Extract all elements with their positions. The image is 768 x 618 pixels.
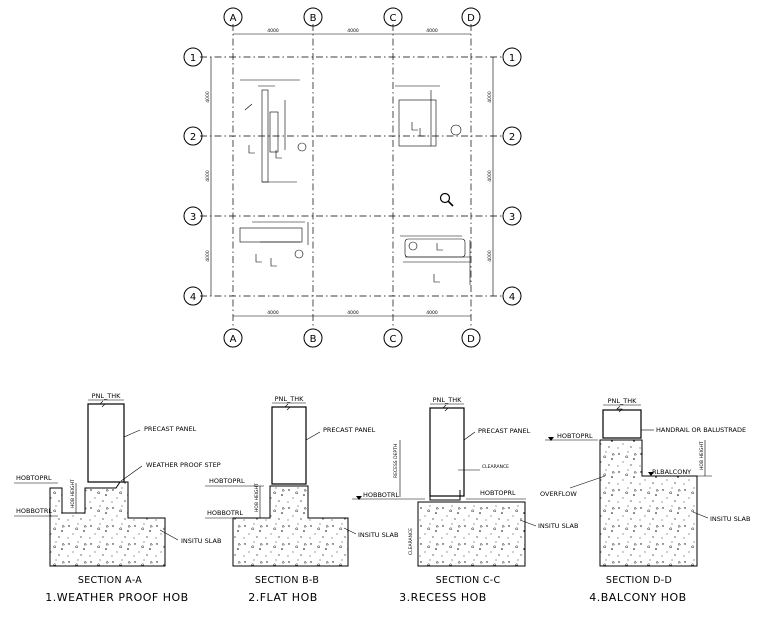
svg-text:4000: 4000 bbox=[347, 28, 359, 34]
row-bubble-1-right: 1 bbox=[502, 47, 522, 67]
label-precast-panel-c: PRECAST PANEL bbox=[478, 427, 531, 435]
label-handrail: HANDRAIL OR BALUSTRADE bbox=[656, 426, 746, 434]
svg-text:A: A bbox=[230, 334, 237, 345]
svg-text:3: 3 bbox=[190, 212, 196, 223]
label-hob-height-b: HOB HEIGHT bbox=[254, 483, 260, 512]
svg-text:4000: 4000 bbox=[487, 250, 493, 262]
svg-text:4000: 4000 bbox=[347, 310, 359, 316]
plan-element-a1 bbox=[240, 79, 307, 183]
plan-element-c1 bbox=[395, 85, 462, 147]
column-bubble-d-top: D bbox=[461, 7, 481, 27]
label-hob-height: HOB HEIGHT bbox=[70, 479, 76, 508]
column-bubble-c-top: C bbox=[383, 7, 403, 27]
row-bubble-2-left: 2 bbox=[183, 126, 203, 146]
svg-text:3: 3 bbox=[509, 212, 515, 223]
section-title-a-a: SECTION A-A bbox=[78, 575, 142, 586]
label-hobtoprl-d: HOBTOPRL bbox=[557, 432, 593, 440]
section-title-b-b: SECTION B-B bbox=[255, 575, 319, 586]
svg-text:2: 2 bbox=[190, 132, 196, 143]
column-bubble-a-bottom: A bbox=[223, 328, 243, 348]
section-c-c: PNL_THK PRECAST PANEL CLEARANCE RECESS D… bbox=[352, 396, 578, 604]
svg-text:4000: 4000 bbox=[205, 91, 211, 103]
svg-text:B: B bbox=[310, 334, 317, 345]
label-clearance-top: CLEARANCE bbox=[482, 464, 509, 470]
svg-text:1: 1 bbox=[509, 53, 515, 64]
label-insitu-slab-c: INSITU SLAB bbox=[538, 522, 578, 530]
label-precast-panel-b: PRECAST PANEL bbox=[323, 426, 376, 434]
label-insitu-slab-b: INSITU SLAB bbox=[358, 531, 398, 539]
grid-lines bbox=[200, 24, 503, 328]
svg-text:4000: 4000 bbox=[487, 91, 493, 103]
label-pnl-thk: PNL_THK bbox=[92, 392, 122, 400]
label-hobtoprl: HOBTOPRL bbox=[16, 474, 52, 482]
label-pnl-thk-c: PNL_THK bbox=[433, 396, 463, 404]
label-precast-panel: PRECAST PANEL bbox=[144, 425, 197, 433]
svg-text:A: A bbox=[230, 13, 237, 24]
label-hobtoprl-b: HOBTOPRL bbox=[209, 477, 245, 485]
section-caption-3: 3.RECESS HOB bbox=[399, 591, 487, 604]
column-bubble-a-top: A bbox=[223, 7, 243, 27]
section-caption-2: 2.FLAT HOB bbox=[248, 591, 318, 604]
row-bubble-3-left: 3 bbox=[183, 206, 203, 226]
label-pnl-thk-d: PNL_THK bbox=[608, 397, 638, 405]
section-b-b: PNL_THK PRECAST PANEL HOBTOPRL HOBBOTRL … bbox=[205, 395, 398, 604]
dimension-lines bbox=[210, 33, 494, 317]
section-caption-1: 1.WEATHER PROOF HOB bbox=[45, 591, 188, 604]
svg-text:4: 4 bbox=[190, 292, 196, 303]
section-a-a: PNL_THK PRECAST PANEL WEATHER PROOF STEP… bbox=[14, 392, 221, 604]
svg-text:B: B bbox=[310, 13, 317, 24]
svg-text:4: 4 bbox=[509, 292, 515, 303]
column-bubble-c-bottom: C bbox=[383, 328, 403, 348]
label-clearance-side: CLEARANCE bbox=[408, 528, 414, 555]
label-insitu-slab-d: INSITU SLAB bbox=[710, 515, 750, 523]
label-hobbotrl: HOBBOTRL bbox=[16, 507, 52, 515]
label-insitu-slab: INSITU SLAB bbox=[181, 537, 221, 545]
label-hob-height-d: HOB HEIGHT bbox=[699, 441, 705, 470]
svg-text:1: 1 bbox=[190, 53, 196, 64]
label-overflow: OVERFLOW bbox=[540, 490, 577, 498]
section-title-c-c: SECTION C-C bbox=[436, 575, 501, 586]
row-bubble-1-left: 1 bbox=[183, 47, 203, 67]
svg-text:4000: 4000 bbox=[205, 170, 211, 182]
column-bubble-b-top: B bbox=[303, 7, 323, 27]
svg-text:4000: 4000 bbox=[205, 250, 211, 262]
svg-text:4000: 4000 bbox=[267, 310, 279, 316]
label-recess-depth: RECESS DEPTH bbox=[393, 444, 399, 478]
column-bubble-d-bottom: D bbox=[461, 328, 481, 348]
svg-text:C: C bbox=[390, 334, 397, 345]
label-hobtoprl-c: HOBTOPRL bbox=[480, 489, 516, 497]
dimension-labels: 4000 4000 4000 4000 4000 4000 4000 4000 … bbox=[205, 28, 493, 316]
row-bubble-3-right: 3 bbox=[502, 206, 522, 226]
svg-text:4000: 4000 bbox=[426, 310, 438, 316]
plan-element-a3 bbox=[239, 221, 309, 267]
section-title-d-d: SECTION D-D bbox=[606, 575, 672, 586]
plan-element-c3 bbox=[400, 235, 471, 285]
section-caption-4: 4.BALCONY HOB bbox=[589, 591, 686, 604]
row-bubble-4-left: 4 bbox=[183, 286, 203, 306]
row-bubble-4-right: 4 bbox=[502, 286, 522, 306]
svg-text:D: D bbox=[467, 13, 475, 24]
svg-text:2: 2 bbox=[509, 132, 515, 143]
floor-plan: A B C D A B C D 1 2 3 4 1 2 3 4 4000 400… bbox=[183, 7, 522, 348]
svg-text:C: C bbox=[390, 13, 397, 24]
svg-text:4000: 4000 bbox=[426, 28, 438, 34]
row-bubble-2-right: 2 bbox=[502, 126, 522, 146]
label-pnl-thk-b: PNL_THK bbox=[275, 395, 305, 403]
label-hobbotrl-b: HOBBOTRL bbox=[207, 509, 243, 517]
section-d-d: PNL_THK HANDRAIL OR BALUSTRADE HOBTOPRL … bbox=[540, 397, 750, 604]
search-icon[interactable] bbox=[439, 192, 454, 207]
label-rl-balcony: RLBALCONY bbox=[652, 468, 691, 476]
label-hobbotrl-c: HOBBOTRL bbox=[363, 491, 399, 499]
label-weather-proof-step: WEATHER PROOF STEP bbox=[146, 461, 221, 469]
svg-text:4000: 4000 bbox=[487, 170, 493, 182]
svg-text:4000: 4000 bbox=[267, 28, 279, 34]
column-bubble-b-bottom: B bbox=[303, 328, 323, 348]
svg-text:D: D bbox=[467, 334, 475, 345]
